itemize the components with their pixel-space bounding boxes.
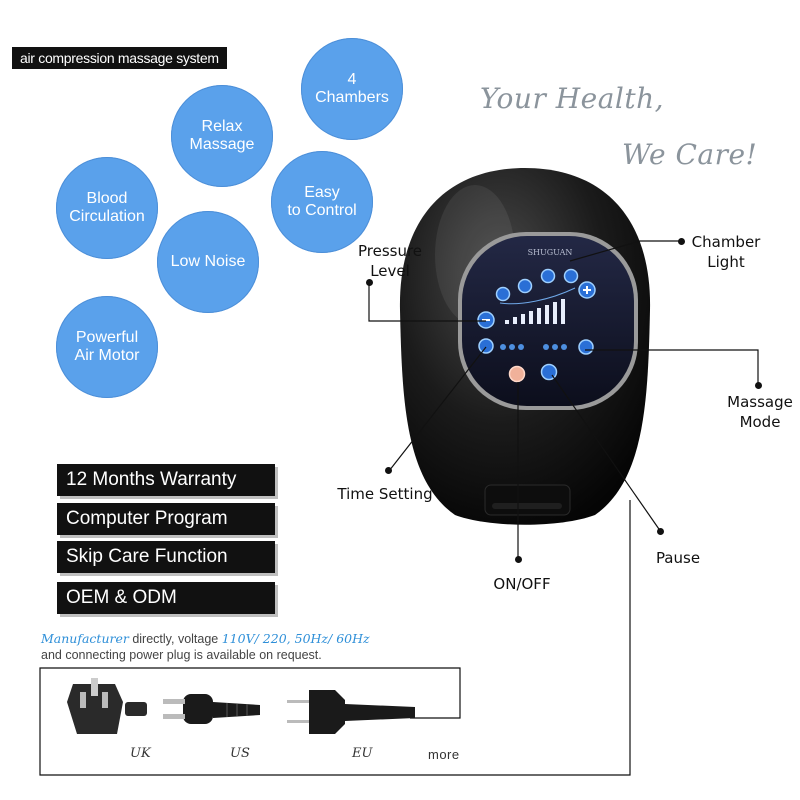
- plug-label-more: more: [428, 747, 460, 762]
- label-on-off: ON/OFF: [493, 575, 551, 593]
- plug-label-eu: EU: [352, 746, 373, 761]
- bubble-easy-to-control: Easy to Control: [271, 151, 373, 253]
- bubble-low-noise: Low Noise: [157, 211, 259, 313]
- uk-plug-icon: [67, 678, 147, 734]
- eu-plug-icon: [287, 690, 415, 734]
- slogan-line-2: We Care!: [622, 138, 758, 171]
- feature-computer-program: Computer Program: [57, 503, 275, 535]
- plug-availability-note: and connecting power plug is available o…: [41, 648, 322, 662]
- plug-label-us: US: [230, 746, 250, 761]
- label-time-setting: Time Setting: [337, 485, 433, 503]
- bubble-4-chambers: 4 Chambers: [301, 38, 403, 140]
- tagline: air compression massage system: [12, 47, 227, 69]
- massager-device-illustration: SHUGUAN: [399, 168, 651, 525]
- callout-dot-chamber: [678, 238, 685, 245]
- brand-text: SHUGUAN: [528, 248, 573, 257]
- manufacturer-word: Manufacturer: [41, 631, 129, 646]
- slogan-line-1: Your Health,: [480, 82, 665, 115]
- feature-oem-odm: OEM & ODM: [57, 582, 275, 614]
- label-pressure-level: Pressure Level: [357, 242, 423, 280]
- callout-dot-massage-mode: [755, 382, 762, 389]
- label-pause: Pause: [655, 549, 701, 567]
- us-plug-icon: [163, 694, 260, 724]
- bubble-powerful-air-motor: Powerful Air Motor: [56, 296, 158, 398]
- bubble-blood-circulation: Blood Circulation: [56, 157, 158, 259]
- feature-skip-care: Skip Care Function: [57, 541, 275, 573]
- plugs-illustration: [67, 678, 415, 734]
- plug-label-uk: UK: [130, 746, 151, 761]
- callout-dot-pressure: [366, 279, 373, 286]
- feature-warranty: 12 Months Warranty: [57, 464, 275, 496]
- bubble-relax-massage: Relax Massage: [171, 85, 273, 187]
- label-chamber-light: Chamber Light: [691, 233, 761, 271]
- voltage-spec: 110V/ 220, 50Hz/ 60Hz: [221, 631, 370, 646]
- manufacturer-note: Manufacturer directly, voltage 110V/ 220…: [41, 631, 370, 646]
- callout-dot-onoff: [515, 556, 522, 563]
- callout-dot-time: [385, 467, 392, 474]
- label-massage-mode: Massage Mode: [727, 393, 793, 431]
- manufacturer-directly: directly, voltage: [128, 632, 222, 646]
- callout-dot-pause: [657, 528, 664, 535]
